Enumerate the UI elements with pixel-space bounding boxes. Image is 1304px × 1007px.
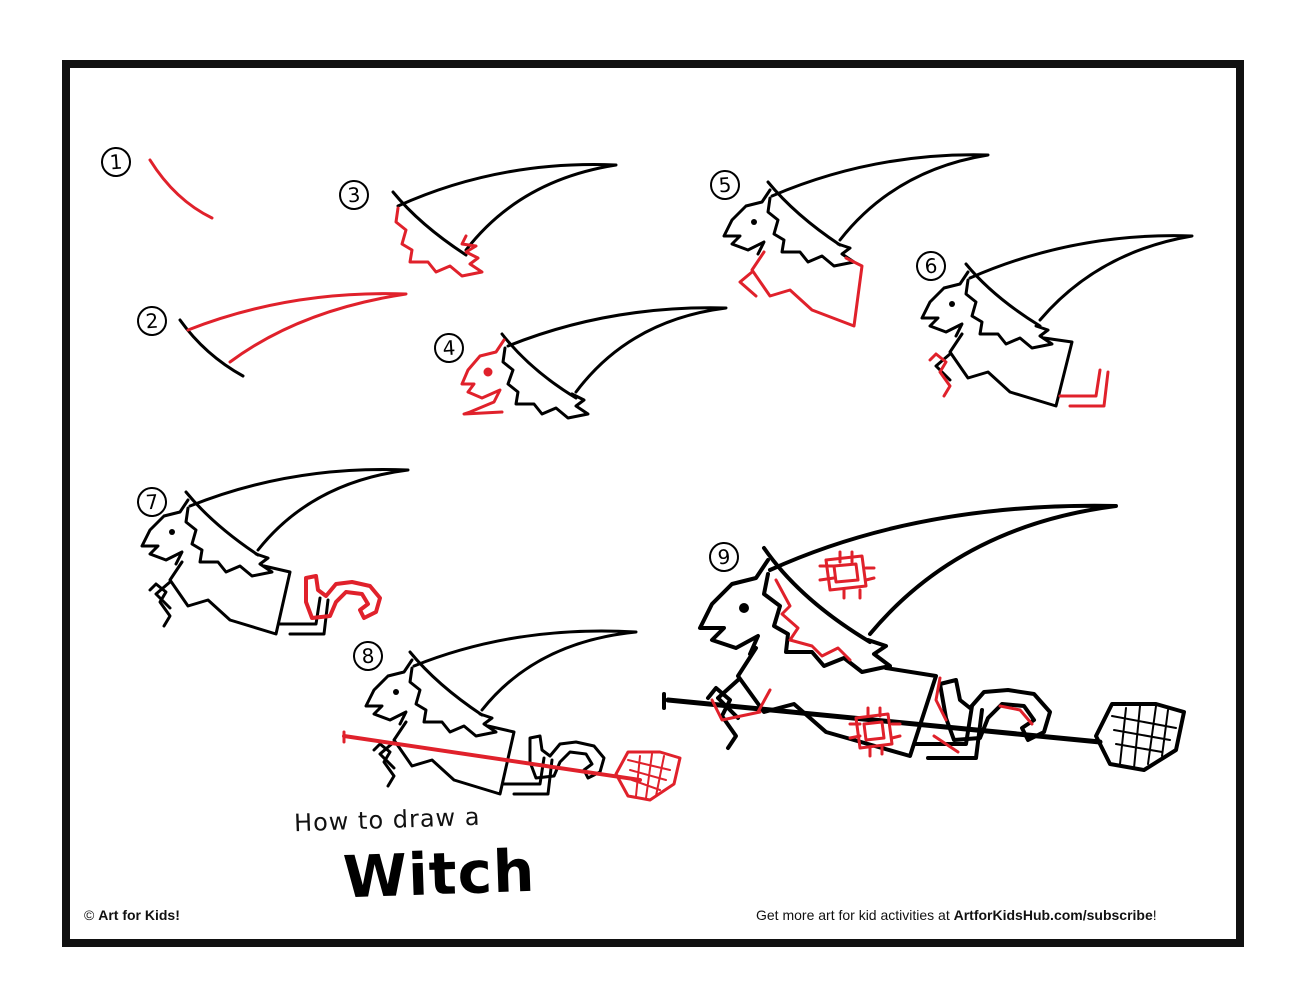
promo-line: Get more art for kid activities at Artfo… xyxy=(756,907,1157,923)
step-6-drawing xyxy=(920,234,1194,408)
step-9-drawing xyxy=(662,503,1186,772)
promo-end: ! xyxy=(1152,907,1157,923)
title-line-2: Witch xyxy=(341,836,537,912)
promo-text: Get more art for kid activities at xyxy=(756,907,954,923)
promo-url[interactable]: ArtforKidsHub.com/subscribe xyxy=(953,907,1153,923)
copyright-name: Art for Kids! xyxy=(98,907,180,923)
copyright-symbol: © xyxy=(84,907,95,923)
step-5-drawing xyxy=(722,153,990,328)
step-7-drawing xyxy=(140,467,410,636)
step-3-drawing xyxy=(391,163,618,278)
step-4-drawing xyxy=(460,306,728,420)
step-1-drawing xyxy=(148,158,214,220)
patch-on-hat xyxy=(818,550,876,600)
step-8-drawing xyxy=(342,629,682,802)
step-2-drawing xyxy=(178,292,408,378)
copyright-notice: © Art for Kids! xyxy=(84,907,180,923)
patch-on-dress xyxy=(848,706,902,758)
